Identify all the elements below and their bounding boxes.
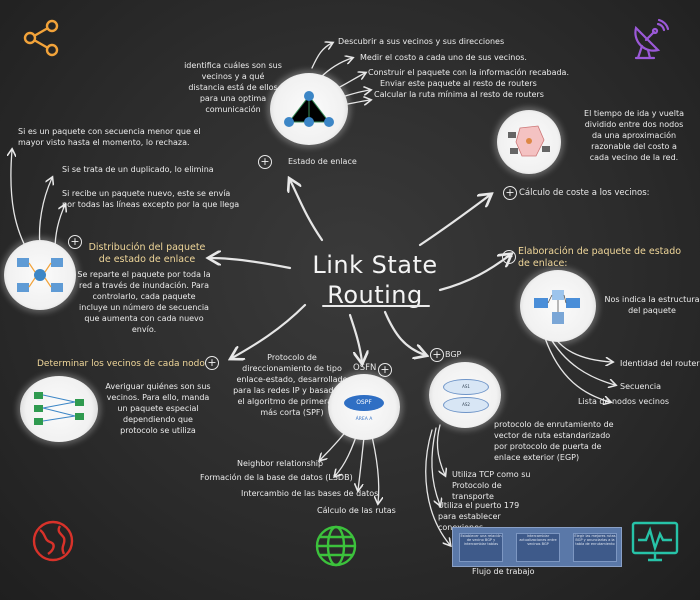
estado-enlace-step-2: Medir el costo a cada uno de sus vecinos… (360, 53, 527, 62)
bgp-expand-icon[interactable]: + (430, 348, 444, 362)
elaboracion-heading: Elaboración de paquete de estado de enla… (518, 246, 682, 269)
vecinos-description: Averiguar quiénes son sus vecinos. Para … (105, 382, 211, 435)
ospf-heading: OSFN (353, 363, 377, 373)
estado-enlace-expand-icon[interactable]: + (258, 155, 272, 169)
ospf-image: OSPF ÁREA A (328, 374, 400, 440)
vecinos-image (20, 376, 98, 442)
calculo-coste-image (497, 110, 561, 174)
neighbor-discovery-icon (34, 392, 84, 425)
ospf-area-label: ÁREA A (355, 417, 373, 422)
estado-enlace-step-5: Calcular la ruta mínima al resto de rout… (374, 90, 544, 99)
bgp-as-diagram: AS1 AS2 (439, 375, 491, 415)
elaboracion-expand-icon[interactable]: + (502, 250, 516, 264)
ospf-expand-icon[interactable]: + (378, 363, 392, 377)
flooding-network-icon (17, 258, 63, 292)
elaboracion-description: Nos indica la estructura del paquete (604, 295, 700, 315)
distribucion-rule-1: Si es un paquete con secuencia menor que… (18, 127, 201, 147)
elaboracion-field-1: Identidad del router (620, 359, 700, 368)
ospf-step-4: Cálculo de las rutas (317, 506, 396, 515)
title-line-1: Link State (312, 251, 438, 279)
distribucion-image (4, 240, 76, 310)
elaboracion-field-2: Secuencia (620, 382, 661, 391)
bgp-item-1: Utiliza TCP como su Protocolo de transpo… (452, 470, 531, 501)
estado-enlace-image (270, 73, 348, 145)
title-line-2: Routing (327, 281, 423, 309)
workflow-label: Flujo de trabajo (472, 567, 535, 576)
calculo-coste-heading: Cálculo de coste a los vecinos: (519, 188, 650, 198)
packet-structure-icon (534, 290, 580, 324)
ospf-cloud: OSPF (344, 395, 384, 411)
workflow-step-3: Elegir las mejores rutas BGP y anunciarl… (573, 533, 617, 562)
world-grid-icon (315, 525, 357, 567)
ospf-description: Protocolo de direccionamiento de tipo en… (233, 353, 351, 417)
monitor-pulse-icon (631, 521, 679, 562)
satellite-dish-icon (634, 18, 670, 60)
bgp-as2: AS2 (443, 397, 489, 413)
bgp-heading: BGP (445, 350, 462, 359)
bgp-workflow-diagram: Establecer una relación de vecino BGP y … (452, 527, 622, 567)
distribucion-heading: Distribución del paquete de estado de en… (88, 242, 206, 265)
calculo-coste-description: El tiempo de ida y vuelta dividido entre… (584, 109, 684, 162)
bgp-as1: AS1 (443, 379, 489, 395)
main-title: Link State Routing (295, 250, 455, 310)
distribucion-rule-2: Si se trata de un duplicado, lo elimina (62, 165, 214, 174)
distribucion-expand-icon[interactable]: + (68, 235, 82, 249)
workflow-step-1: Establecer una relación de vecino BGP y … (459, 533, 503, 562)
title-underline (322, 305, 430, 307)
elaboracion-field-3: Lista de nodos vecinos (578, 397, 670, 406)
share-icon (23, 19, 59, 57)
elaboracion-image (520, 270, 596, 342)
estado-enlace-step-4: Enviar este paquete al resto de routers (380, 79, 537, 88)
estado-enlace-step-1: Descubrir a sus vecinos y sus direccione… (338, 37, 505, 46)
ospf-step-3: Intercambio de las bases de datos (241, 489, 379, 498)
bgp-description: protocolo de enrutamiento de vector de r… (494, 420, 614, 462)
vecinos-heading: Determinar los vecinos de cada nodo (37, 359, 205, 369)
globe-icon (32, 520, 74, 562)
estado-enlace-heading: Estado de enlace (288, 157, 357, 166)
workflow-step-2: Intercambiar actualizaciones entre vecin… (516, 533, 560, 562)
calculo-coste-expand-icon[interactable]: + (503, 186, 517, 200)
distribucion-description: Se reparte el paquete por toda la red a … (77, 270, 211, 334)
network-topology-icon (284, 91, 334, 127)
ospf-area-diagram: OSPF ÁREA A (339, 387, 389, 427)
vecinos-expand-icon[interactable]: + (205, 356, 219, 370)
distribucion-rule-3: Si recibe un paquete nuevo, este se enví… (62, 189, 240, 209)
bgp-image: AS1 AS2 (429, 362, 501, 428)
estado-enlace-step-3: Construir el paquete con la información … (368, 68, 569, 77)
estado-enlace-description: identifica cuáles son sus vecinos y a qu… (184, 61, 282, 114)
ospf-step-1: Neighbor relationship (237, 459, 324, 468)
ospf-step-2: Formación de la base de datos (LSDB) (200, 473, 353, 482)
cost-map-icon (508, 125, 550, 157)
